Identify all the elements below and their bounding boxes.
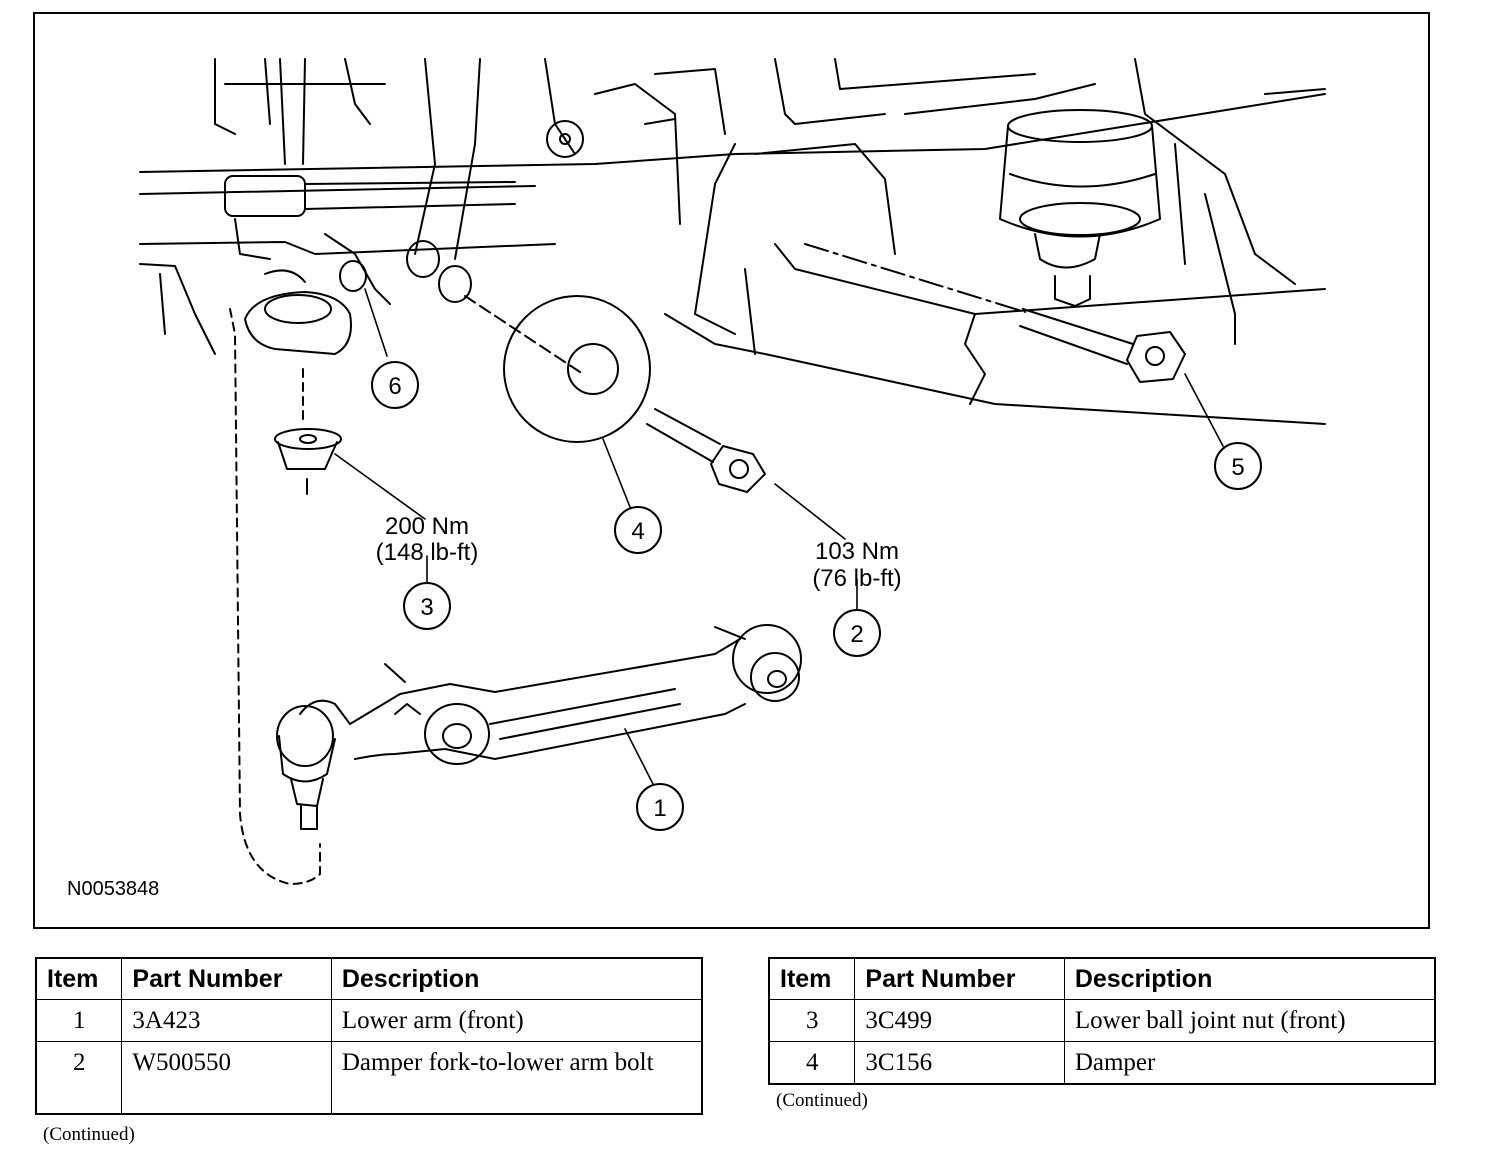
- cell-item: 4: [768, 1041, 856, 1084]
- lower-arm-drawing: [276, 624, 802, 830]
- continued-note-2: (Continued): [776, 1090, 868, 1111]
- table-row: 1 3A423 Lower arm (front): [35, 999, 703, 1042]
- table-row: 4 3C156 Damper: [768, 1041, 1436, 1084]
- cell-item: 2: [35, 1041, 123, 1114]
- callout-4-circle: [614, 506, 662, 554]
- torque-3-nm: 200 Nm: [385, 513, 469, 540]
- torque-3-lbft: (148 lb-ft): [376, 539, 479, 566]
- bolt-5-drawing: [804, 243, 1186, 383]
- bolt-2-drawing: [646, 408, 766, 493]
- torque-2-nm: 103 Nm: [815, 538, 899, 565]
- table-header-row: Item Part Number Description: [768, 957, 1436, 1000]
- callout-6-circle: [371, 361, 419, 409]
- exploded-view-figure: 6 3 4 2 5 1 200 Nm (148 lb-ft) 103 Nm (7…: [33, 12, 1430, 929]
- callout-6-label: 6: [388, 373, 401, 400]
- stabilizer-link-drawing: [224, 58, 516, 355]
- cell-description: Damper fork-to-lower arm bolt: [330, 1041, 703, 1114]
- table-row: 2 W500550 Damper fork-to-lower arm bolt: [35, 1041, 703, 1114]
- table-header-row: Item Part Number Description: [35, 957, 703, 1000]
- cell-description: Damper: [1063, 1041, 1436, 1084]
- cell-item: 1: [35, 999, 123, 1042]
- callout-2-label: 2: [850, 621, 863, 648]
- callout-1-circle: [636, 783, 684, 831]
- parts-table-2: Item Part Number Description 3 3C499 Low…: [768, 957, 1436, 1085]
- callout-5-label: 5: [1231, 454, 1244, 481]
- callout-circles: [371, 361, 1262, 831]
- callout-4-label: 4: [631, 518, 644, 545]
- callout-1-label: 1: [653, 795, 666, 822]
- cell-part-number: 3C499: [854, 999, 1065, 1042]
- callout-2-circle: [833, 609, 881, 657]
- callout-3-label: 3: [420, 594, 433, 621]
- callout-leaders: [334, 288, 1224, 785]
- continued-note-1: (Continued): [43, 1124, 135, 1145]
- table-row: 3 3C499 Lower ball joint nut (front): [768, 999, 1436, 1042]
- cell-item: 3: [768, 999, 856, 1042]
- header-part-number: Part Number: [121, 957, 332, 1000]
- callout-3-circle: [403, 582, 451, 630]
- torque-2-lbft: (76 lb-ft): [812, 565, 901, 592]
- cell-description: Lower arm (front): [330, 999, 703, 1042]
- parts-table-1: Item Part Number Description 1 3A423 Low…: [35, 957, 703, 1115]
- damper-fork-drawing: [324, 120, 584, 305]
- figure-id: N0053848: [67, 878, 160, 900]
- cell-part-number: W500550: [121, 1041, 332, 1114]
- header-part-number: Part Number: [854, 957, 1065, 1000]
- damper-drawing: [464, 295, 651, 443]
- upper-mount-drawing: [999, 109, 1161, 307]
- cell-part-number: 3C156: [854, 1041, 1065, 1084]
- header-description: Description: [1063, 957, 1436, 1000]
- ball-joint-guide-line: [229, 308, 321, 885]
- cell-part-number: 3A423: [121, 999, 332, 1042]
- callout-5-circle: [1214, 442, 1262, 490]
- ball-joint-nut-drawing: [274, 368, 342, 495]
- subframe-drawing: [139, 58, 1326, 425]
- header-description: Description: [330, 957, 703, 1000]
- suspension-line-drawing: 6 3 4 2 5 1 200 Nm (148 lb-ft) 103 Nm (7…: [139, 58, 1326, 885]
- header-item: Item: [35, 957, 123, 1000]
- header-item: Item: [768, 957, 856, 1000]
- cell-description: Lower ball joint nut (front): [1063, 999, 1436, 1042]
